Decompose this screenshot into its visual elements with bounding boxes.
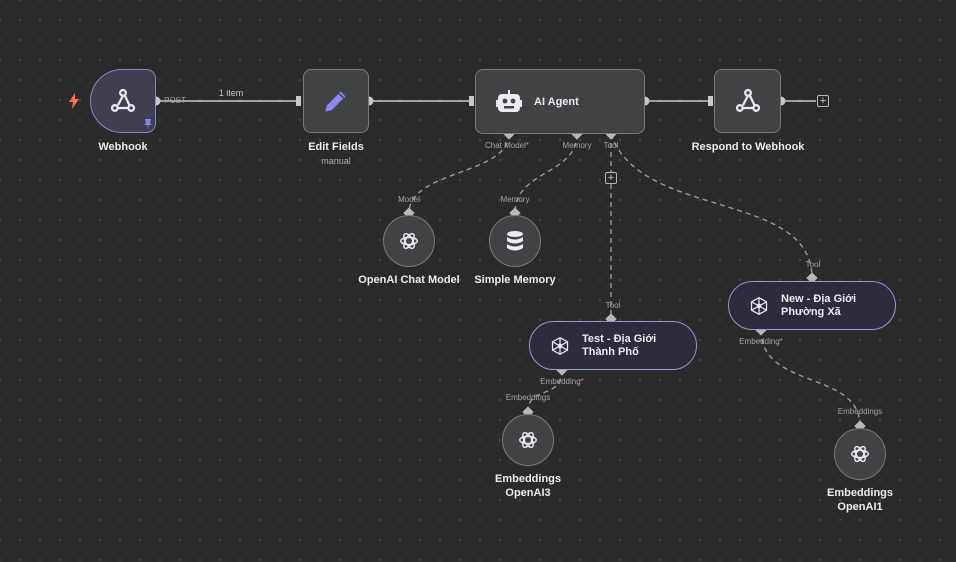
simple-memory-label: Simple Memory (474, 274, 556, 286)
chat-model-text: Chat Model (484, 141, 526, 150)
embeddings-openai1-node[interactable] (834, 428, 886, 480)
edge-edit-agent[interactable] (369, 96, 474, 106)
vector-store-icon (551, 336, 569, 355)
database-icon (507, 231, 523, 251)
robot-icon (496, 89, 522, 112)
emb1-label-line1: Embeddings (826, 487, 894, 499)
edge-agent-respond[interactable] (645, 96, 713, 106)
webhook-icon (110, 88, 136, 112)
new-embedding-text: Embedding (739, 337, 780, 346)
ai-agent-node[interactable]: AI Agent (475, 69, 645, 134)
openai-chat-model-node[interactable] (383, 215, 435, 267)
required-mark: * (779, 337, 783, 346)
openai-icon (519, 431, 537, 449)
new-tool-port-label: Tool (805, 260, 821, 269)
openai-chat-model-label: OpenAI Chat Model (358, 274, 460, 286)
test-tool-label: Test - Địa Giới Thành Phố (582, 332, 657, 358)
edit-fields-sublabel: manual (321, 156, 351, 166)
ai-agent-label: AI Agent (534, 95, 579, 108)
emb3-label-line1: Embeddings (494, 473, 562, 485)
edit-fields-node[interactable] (303, 69, 369, 133)
simple-memory-node[interactable] (489, 215, 541, 267)
embeddings-openai3-label: Embeddings OpenAI3 (495, 472, 561, 500)
test-tool-node[interactable]: Test - Địa Giới Thành Phố (529, 321, 697, 370)
openai-icon (400, 232, 418, 250)
edit-fields-label: Edit Fields (308, 141, 364, 153)
openai-model-port-label: Model (398, 195, 420, 204)
edge-tool-new[interactable] (610, 133, 813, 279)
new-tool-label: New - Địa Giới Phường Xã (781, 292, 857, 318)
new-embedding-port-label: Embedding* (739, 337, 783, 346)
add-tool-button[interactable]: + (605, 172, 617, 184)
required-mark: * (525, 141, 530, 150)
openai-icon (851, 445, 869, 463)
pencil-icon (325, 91, 346, 112)
new-tool-node[interactable]: New - Địa Giới Phường Xã (728, 281, 896, 330)
emb3-port-label: Embeddings (505, 393, 551, 402)
embeddings-openai3-node[interactable] (502, 414, 554, 466)
webhook-icon (735, 88, 760, 112)
emb1-port-label: Embeddings (837, 407, 883, 416)
emb3-label-line2: OpenAI3 (505, 487, 551, 499)
tool-port-label: Tool (603, 141, 619, 150)
chat-model-port-label: Chat Model* (485, 141, 529, 150)
webhook-node[interactable] (90, 69, 156, 133)
pin-icon (144, 119, 152, 130)
emb1-label-line2: OpenAI1 (837, 501, 883, 513)
required-mark: * (580, 377, 584, 386)
simple-memory-port-label: Memory (500, 195, 530, 204)
test-embedding-port-label: Embedding* (540, 377, 584, 386)
respond-label: Respond to Webhook (691, 141, 805, 153)
add-node-after-respond-button[interactable]: + (817, 95, 829, 107)
embeddings-openai1-label: Embeddings OpenAI1 (827, 486, 893, 514)
test-embedding-text: Embedding (540, 377, 581, 386)
vector-store-icon (750, 296, 768, 315)
lightning-bolt-icon (69, 93, 79, 109)
edge-item-count: 1 item (218, 88, 244, 98)
memory-port-label: Memory (562, 141, 592, 150)
webhook-port-label: POST (164, 96, 186, 105)
respond-node[interactable] (714, 69, 781, 133)
test-tool-port-label: Tool (605, 301, 621, 310)
webhook-label: Webhook (98, 141, 148, 153)
